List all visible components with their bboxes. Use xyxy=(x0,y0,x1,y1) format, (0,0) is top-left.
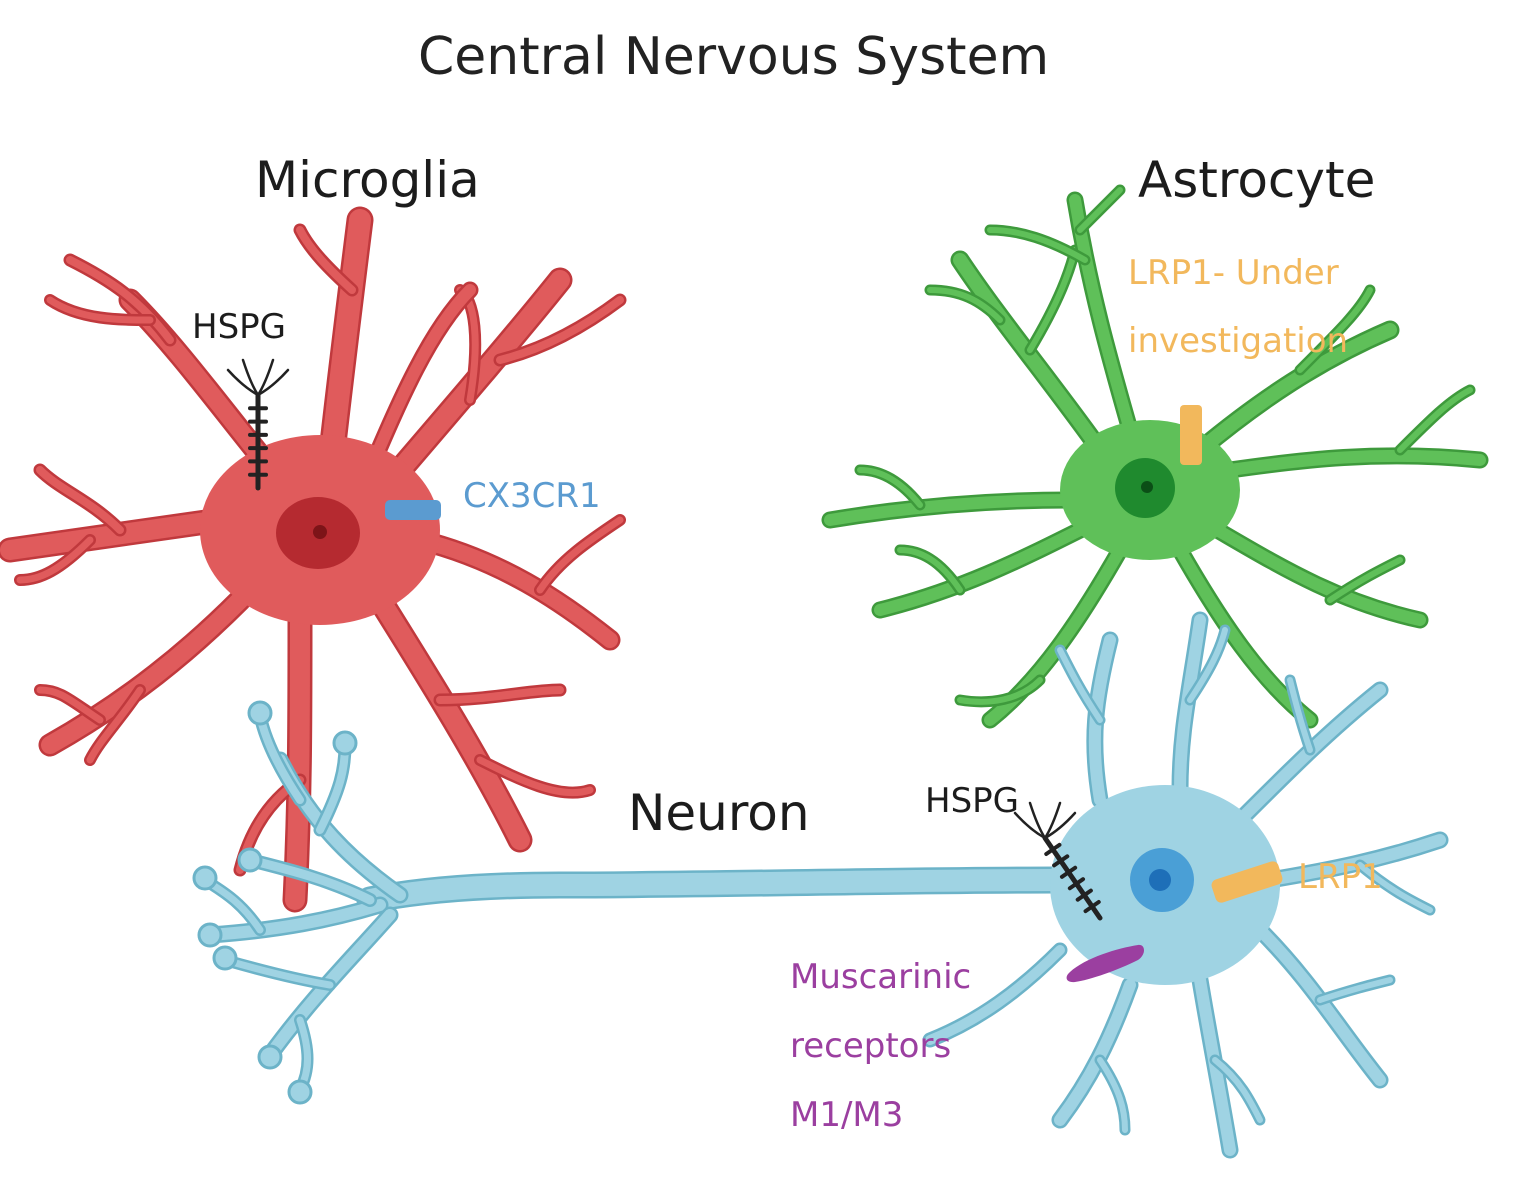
microglia-process-5 xyxy=(0,510,230,560)
axon-terminal-knob-5 xyxy=(212,945,238,971)
cx3cr1-receptor-icon xyxy=(385,500,441,520)
axon-terminal-knob-7 xyxy=(237,847,263,873)
diagram-title: Central Nervous System xyxy=(418,27,1050,87)
microglia-process-20 xyxy=(536,516,624,594)
astrocyte-process-11 xyxy=(1327,557,1403,603)
hspg-segment xyxy=(1044,842,1062,856)
neuron-process-7 xyxy=(221,956,334,989)
microglia-process-14 xyxy=(436,686,564,704)
microglia-process-1 xyxy=(296,226,356,294)
astrocyte-process-3 xyxy=(1069,194,1136,436)
neuron-nucleolus xyxy=(1149,869,1171,891)
hspg-glycan-chain-3 xyxy=(1043,811,1077,840)
neuron-process-19 xyxy=(1317,977,1393,1003)
lrp1-neuron-receptor-icon xyxy=(1211,861,1283,903)
microglia-nucleolus xyxy=(313,525,327,539)
neuron-process-12 xyxy=(1174,614,1206,796)
neuron-process-9 xyxy=(245,855,375,905)
astrocyte-nucleolus xyxy=(1141,481,1153,493)
axon-terminal-knob-1 xyxy=(332,730,358,756)
axon-terminal-knob-6 xyxy=(287,1079,313,1105)
microglia-process-17 xyxy=(496,296,624,364)
neuron-process-23 xyxy=(1097,1057,1128,1133)
muscarinic-label-line2: receptors xyxy=(790,1026,952,1066)
neuron-cell xyxy=(192,611,1449,1159)
neuron-process-24 xyxy=(925,945,1065,1045)
neuron-process-13 xyxy=(1187,627,1228,703)
microglia-process-11 xyxy=(285,610,310,910)
microglia-process-7 xyxy=(16,536,94,584)
hspg-glycan-chain-0 xyxy=(1013,811,1047,840)
axon-terminal-knob-4 xyxy=(257,1044,283,1070)
microglia-process-21 xyxy=(364,284,476,476)
microglia-process-8 xyxy=(41,591,249,754)
muscarinic-label-line3: M1/M3 xyxy=(790,1095,904,1135)
axon-terminal-knob-2 xyxy=(192,865,218,891)
neuron-process-21 xyxy=(1212,1057,1263,1123)
microglia-process-19 xyxy=(412,532,618,648)
hspg-segment xyxy=(1052,854,1070,868)
microglia-process-13 xyxy=(370,590,530,850)
astrocyte-process-1 xyxy=(927,287,1003,323)
axon-terminal-knob-0 xyxy=(247,700,273,726)
astrocyte-cell xyxy=(821,184,1489,729)
neuron-process-0 xyxy=(359,869,1071,911)
neuron-hspg-label: HSPG xyxy=(925,781,1019,821)
lrp1-astrocyte-label-line2: investigation xyxy=(1128,321,1349,361)
hspg-glycan-chain-1 xyxy=(241,358,260,397)
astrocyte-process-15 xyxy=(874,524,1086,616)
astrocyte-process-8 xyxy=(1224,449,1486,476)
lrp1-astrocyte-label-line1: LRP1- Under xyxy=(1128,253,1339,293)
astrocyte-process-18 xyxy=(857,467,923,508)
neuron-process-11 xyxy=(1057,647,1103,723)
microglia-process-9 xyxy=(86,686,144,764)
cx3cr1-label: CX3CR1 xyxy=(463,476,601,516)
hspg-segment xyxy=(1083,900,1101,914)
astrocyte-process-9 xyxy=(1397,387,1473,453)
microglia-label: Microglia xyxy=(255,151,480,209)
hspg-core-protein xyxy=(1042,835,1103,921)
astrocyte-process-14 xyxy=(957,677,1043,705)
neuron-process-18 xyxy=(1254,924,1386,1086)
astrocyte-process-17 xyxy=(824,494,1076,526)
microglia-process-4 xyxy=(46,296,154,324)
hspg-microglia-icon xyxy=(226,358,290,491)
hspg-glycan-chain-1 xyxy=(1028,801,1047,840)
muscarinic-receptor-icon xyxy=(1066,944,1144,983)
muscarinic-label-line1: Muscarinic xyxy=(790,957,972,997)
astrocyte-process-5 xyxy=(1077,187,1123,233)
neuron-process-17 xyxy=(1357,862,1433,913)
microglia-process-16 xyxy=(390,270,570,480)
lrp1-neuron-label: LRP1 xyxy=(1298,857,1383,897)
microglia-process-3 xyxy=(66,256,174,344)
microglia-cell xyxy=(0,206,627,913)
astrocyte-process-6 xyxy=(1193,323,1397,457)
hspg-segment xyxy=(1075,888,1093,902)
astrocyte-process-7 xyxy=(1297,287,1373,373)
microglia-process-6 xyxy=(36,466,124,534)
lrp1-astrocyte-receptor-icon xyxy=(1180,405,1202,465)
neuron-label: Neuron xyxy=(628,784,810,842)
microglia-process-0 xyxy=(319,209,371,481)
astrocyte-process-4 xyxy=(987,227,1088,263)
microglia-process-15 xyxy=(476,756,594,797)
astrocyte-process-16 xyxy=(897,547,963,593)
neuron-process-15 xyxy=(1287,677,1313,753)
hspg-glycan-chain-3 xyxy=(256,368,290,397)
astrocyte-label: Astrocyte xyxy=(1138,151,1376,209)
microglia-process-10 xyxy=(36,686,104,724)
axon-terminal-knob-3 xyxy=(197,922,223,948)
hspg-neuron-icon xyxy=(1013,801,1103,921)
hspg-glycan-chain-0 xyxy=(226,368,260,397)
hspg-segment xyxy=(1067,877,1086,891)
astrocyte-process-10 xyxy=(1194,514,1426,626)
neuron-process-4 xyxy=(204,899,386,941)
hspg-segment xyxy=(1059,865,1078,879)
microglia-hspg-label: HSPG xyxy=(192,307,286,347)
